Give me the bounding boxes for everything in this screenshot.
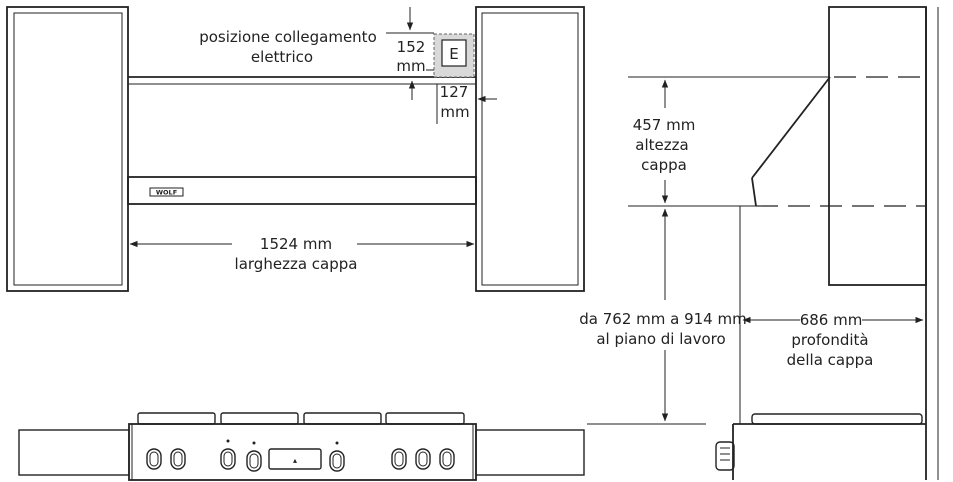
right-wall-cabinet — [475, 6, 585, 292]
side-view: 457 mm altezza cappa da 762 mm a 914 mm … — [579, 6, 939, 480]
dim-152-unit: mm — [396, 57, 425, 75]
dim-152 — [386, 7, 434, 100]
width-caption: larghezza cappa — [235, 255, 358, 273]
hood-front: WOLF — [127, 76, 477, 205]
height-caption1: altezza — [635, 136, 688, 154]
height-caption2: cappa — [641, 156, 687, 174]
outlet-label-line1: posizione collegamento — [199, 28, 377, 46]
front-view: WOLF E posizione collegamento elettrico … — [6, 6, 585, 481]
control-knobs — [146, 439, 455, 472]
height-value: 457 mm — [633, 116, 696, 134]
range-front: ▴ — [18, 412, 585, 481]
depth-value: 686 mm — [800, 311, 863, 329]
wolf-badge-text: WOLF — [156, 189, 177, 197]
wolf-badge — [149, 187, 184, 197]
outlet-label-line2: elettrico — [251, 48, 313, 66]
dim-152-value: 152 — [397, 38, 426, 56]
outlet-symbol: E — [449, 45, 458, 63]
range-side — [715, 413, 926, 480]
wall-cabinet-side — [828, 6, 927, 286]
hood-profile — [751, 76, 926, 207]
left-wall-cabinet — [6, 6, 129, 292]
electrical-outlet: E — [433, 33, 475, 78]
dim-127-unit: mm — [440, 103, 469, 121]
clearance-value: da 762 mm a 914 mm — [579, 310, 746, 328]
depth-caption2: della cappa — [787, 351, 874, 369]
clearance-caption: al piano di lavoro — [596, 330, 725, 348]
depth-caption1: profondità — [791, 331, 868, 349]
width-value: 1524 mm — [260, 235, 332, 253]
dim-127-value: 127 — [440, 83, 469, 101]
svg-text:▴: ▴ — [293, 456, 297, 465]
dim-127 — [436, 84, 497, 124]
